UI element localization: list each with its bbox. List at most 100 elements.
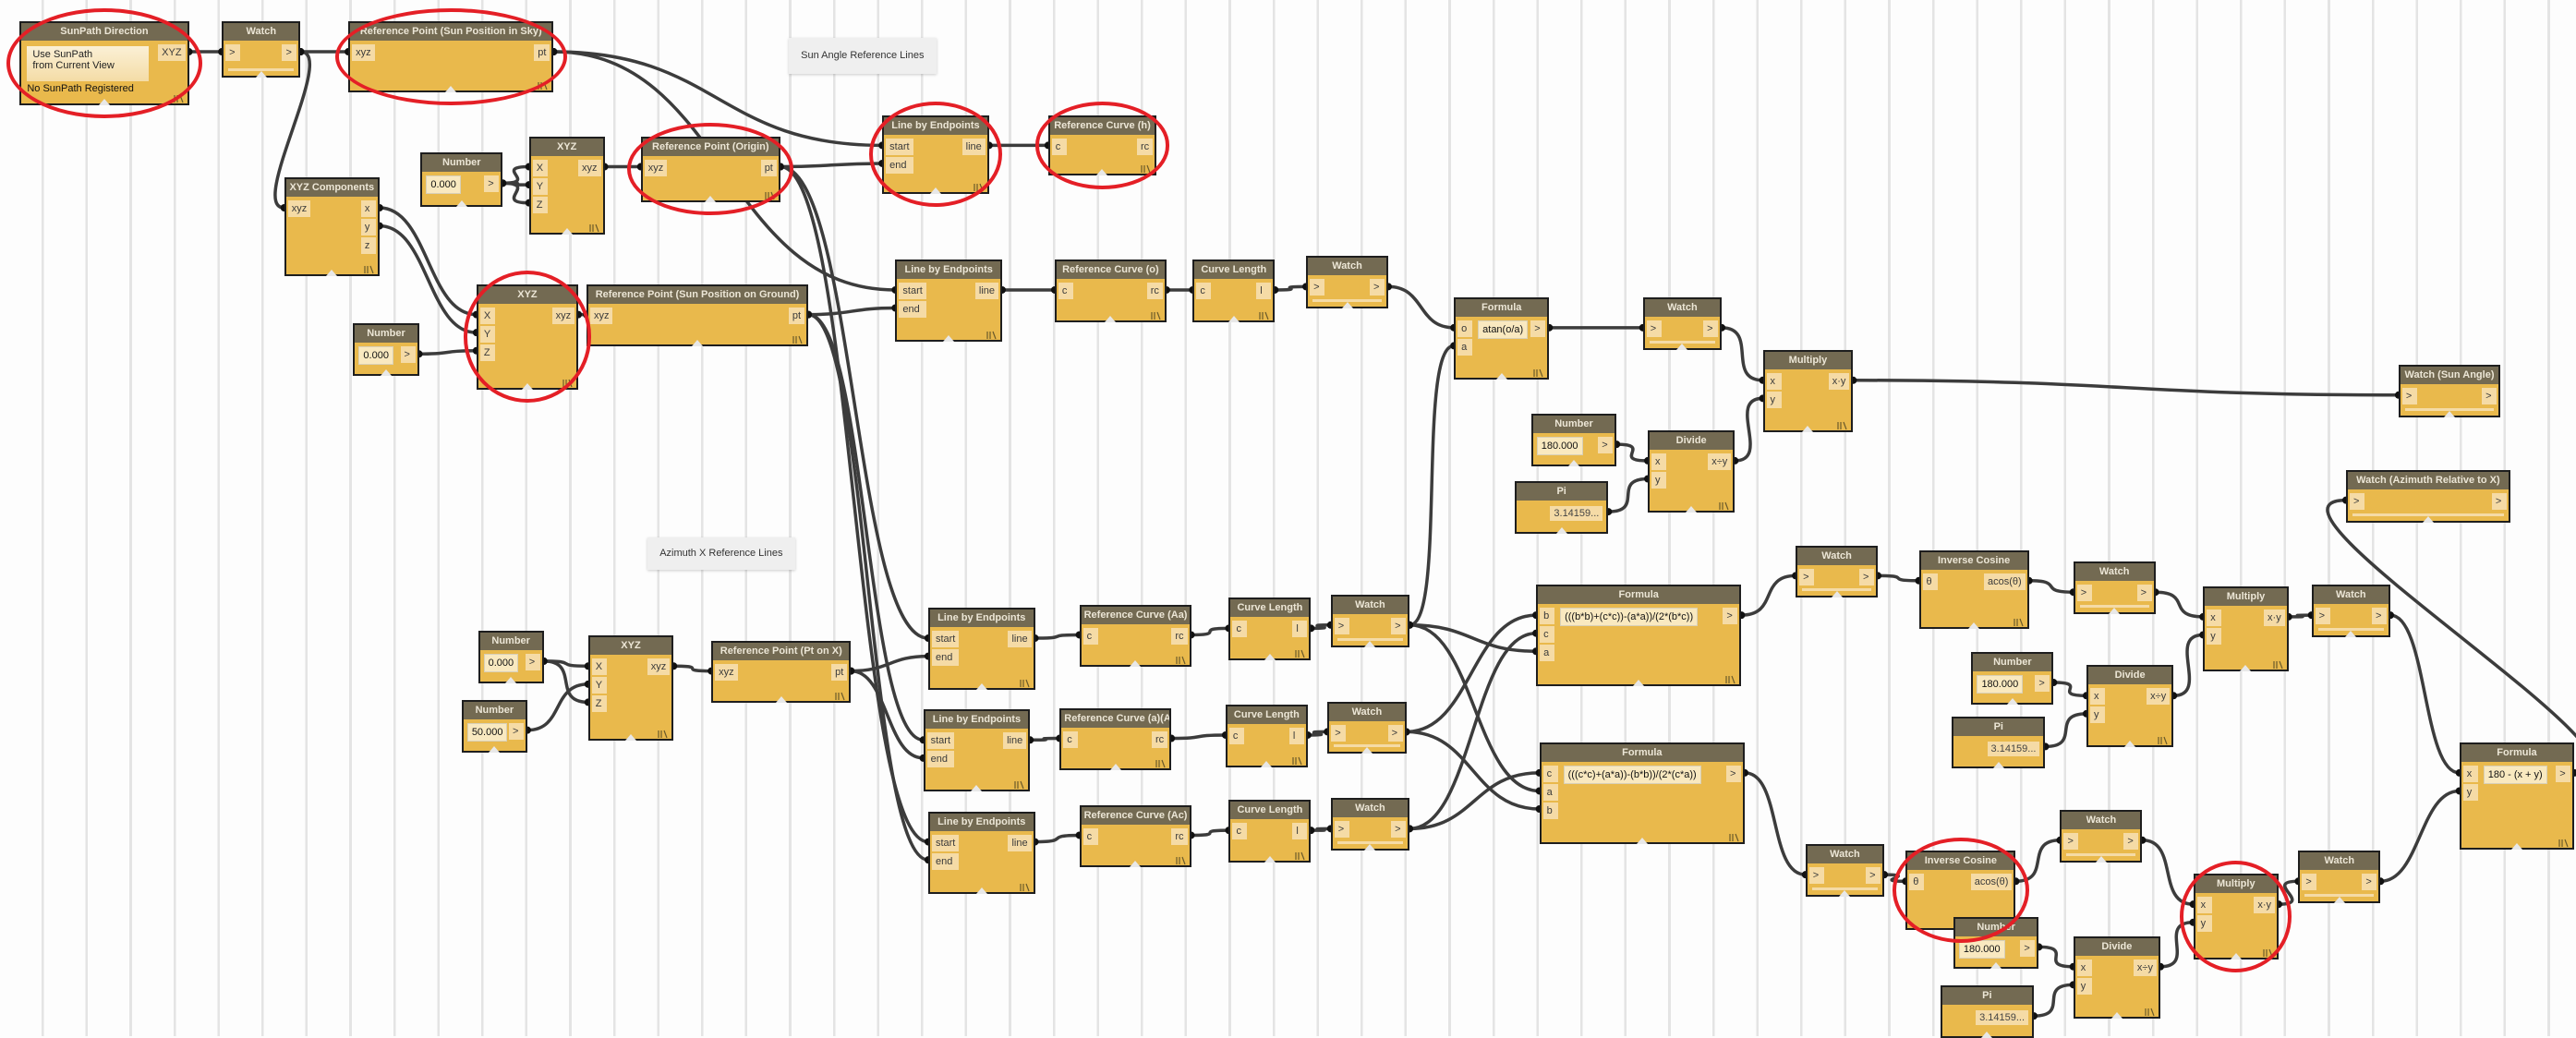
node-number[interactable]: Number>180.000 (1971, 652, 2054, 706)
input-port-z[interactable]: Z (591, 695, 607, 713)
lacing-icon[interactable] (2273, 658, 2283, 670)
connector-wire[interactable] (2279, 879, 2299, 906)
input-port-x[interactable]: x (1651, 453, 1667, 471)
connector-wire[interactable] (1409, 771, 1540, 831)
connector-wire[interactable] (2288, 613, 2312, 619)
node-watch[interactable]: Watch>> (1327, 701, 1407, 754)
node-watch[interactable]: Watch>> (1330, 798, 1410, 851)
input-port-x[interactable]: x (2462, 765, 2478, 782)
output-port-out[interactable]: > (1703, 320, 1719, 337)
input-port-c[interactable]: c (1232, 621, 1248, 638)
input-port-a[interactable]: a (1540, 645, 1555, 662)
preview-toggle-icon[interactable] (975, 887, 987, 894)
lacing-icon[interactable] (1292, 754, 1302, 765)
input-port-c[interactable]: c (1232, 823, 1248, 840)
node-watch[interactable]: Watch>> (1805, 844, 1885, 898)
lacing-icon[interactable] (1175, 853, 1186, 865)
output-port-l[interactable]: l (1292, 823, 1308, 840)
connector-wire[interactable] (502, 164, 529, 186)
connector-wire[interactable] (807, 312, 929, 862)
output-port-rc[interactable]: rc (1171, 827, 1188, 845)
output-port-xyz[interactable]: xyz (578, 159, 601, 176)
connector-wire[interactable] (1034, 833, 1080, 844)
connector-wire[interactable] (2155, 590, 2204, 619)
lacing-icon[interactable] (1295, 646, 1305, 658)
input-port-in[interactable]: > (2401, 387, 2417, 404)
input-port-c[interactable]: c (1082, 627, 1098, 645)
preview-toggle-icon[interactable] (2124, 741, 2136, 748)
connector-wire[interactable] (2173, 633, 2204, 698)
connector-wire[interactable] (2015, 839, 2061, 884)
input-port-y[interactable]: Y (532, 177, 548, 195)
preview-toggle-icon[interactable] (1990, 962, 2002, 970)
input-port-x[interactable]: x (1766, 372, 1782, 390)
node-watch[interactable]: Watch>> (222, 21, 301, 78)
output-port-out[interactable]: > (1866, 867, 1881, 885)
lacing-icon[interactable] (2145, 1005, 2155, 1016)
output-port-out[interactable]: > (1598, 437, 1614, 454)
output-port-line[interactable]: line (974, 283, 998, 300)
preview-toggle-icon[interactable] (1839, 890, 1851, 898)
input-port-in[interactable]: > (225, 44, 241, 62)
preview-toggle-icon[interactable] (1130, 660, 1142, 668)
input-port-in[interactable]: > (1799, 568, 1815, 585)
input-port-b[interactable]: b (1542, 802, 1558, 819)
output-port-line[interactable]: line (961, 138, 986, 155)
input-port-xyz[interactable]: xyz (644, 159, 668, 176)
input-port-b[interactable]: b (1540, 608, 1555, 625)
input-port-end[interactable]: end (931, 852, 960, 870)
connector-wire[interactable] (2045, 712, 2086, 749)
input-port-z[interactable]: Z (532, 196, 548, 213)
number-value-input[interactable]: 180.000 (1977, 675, 2024, 694)
connector-wire[interactable] (1884, 873, 1906, 884)
input-port-end[interactable]: end (899, 301, 926, 319)
input-port-start[interactable]: start (899, 283, 926, 300)
input-port-z[interactable]: Z (479, 344, 495, 361)
preview-toggle-icon[interactable] (2240, 665, 2252, 672)
number-value-input[interactable]: 180.000 (1536, 437, 1583, 456)
lacing-icon[interactable] (1719, 499, 1729, 511)
number-value-input[interactable]: 0.000 (426, 175, 461, 195)
lacing-icon[interactable] (588, 221, 599, 233)
connector-wire[interactable] (502, 181, 529, 187)
node-watch[interactable]: Watch>> (2060, 809, 2143, 863)
input-port-o[interactable]: o (1457, 320, 1473, 337)
lacing-icon[interactable] (538, 78, 548, 90)
preview-toggle-icon[interactable] (505, 676, 517, 683)
output-port-xyz[interactable]: xyz (647, 658, 671, 676)
input-port-y[interactable]: y (2462, 783, 2478, 801)
preview-toggle-icon[interactable] (1968, 622, 1980, 630)
lacing-icon[interactable] (2558, 836, 2569, 847)
node-reference-point-sun-position-in-sky[interactable]: Reference Point (Sun Position in Sky)xyz… (348, 21, 554, 92)
node-watch[interactable]: Watch>> (2298, 851, 2381, 904)
lacing-icon[interactable] (1295, 849, 1305, 861)
input-port-in[interactable]: > (1646, 320, 1662, 337)
input-port-c[interactable]: c (1228, 728, 1244, 745)
node-number[interactable]: Number>180.000 (1530, 414, 1617, 467)
connector-wire[interactable] (1608, 477, 1649, 513)
preview-toggle-icon[interactable] (775, 696, 787, 704)
output-port-l[interactable]: l (1288, 728, 1304, 745)
lacing-icon[interactable] (1019, 880, 1030, 891)
preview-toggle-icon[interactable] (1567, 460, 1579, 467)
connector-wire[interactable] (1721, 326, 1763, 382)
preview-toggle-icon[interactable] (1264, 855, 1276, 863)
preview-toggle-icon[interactable] (455, 200, 467, 208)
use-sunpath-button[interactable]: Use SunPath from Current View (27, 46, 150, 82)
input-port-x[interactable]: X (479, 307, 495, 324)
output-port-out[interactable]: > (282, 44, 297, 62)
input-port-y[interactable]: Y (479, 325, 495, 343)
input-port-end[interactable]: end (886, 156, 913, 174)
connector-wire[interactable] (2389, 613, 2461, 775)
lacing-icon[interactable] (1151, 308, 1161, 320)
connector-wire[interactable] (2159, 920, 2194, 969)
